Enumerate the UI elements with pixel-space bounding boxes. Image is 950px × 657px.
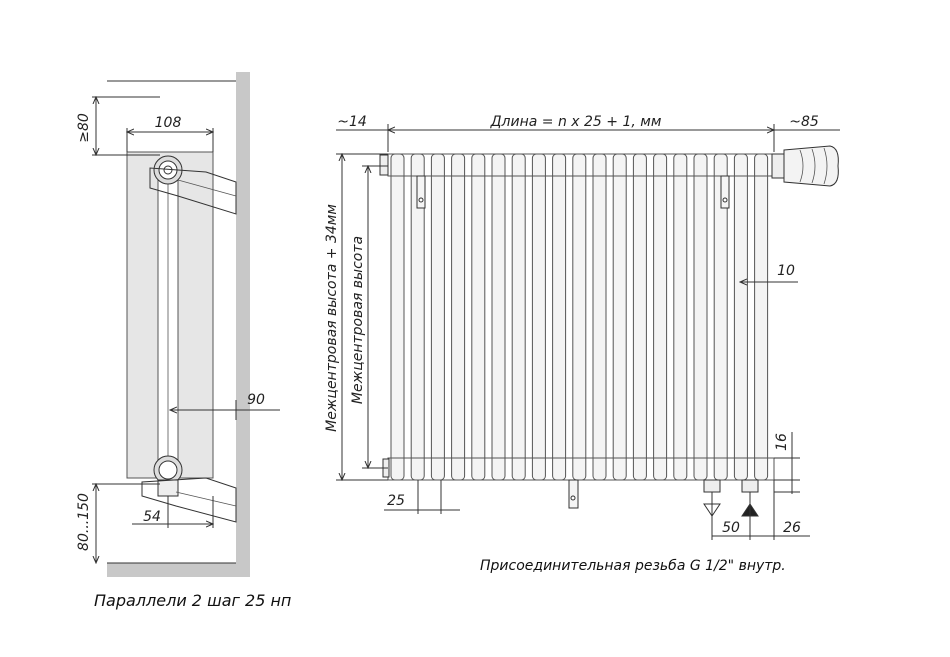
front-caption: Присоединительная резьба G 1/2" внутр. [480, 558, 786, 574]
dim-height-total: Межцентровая высота + 34мм [324, 204, 340, 432]
radiator-section [754, 153, 769, 481]
dim-floor-clearance: 80...150 [76, 493, 92, 551]
radiator-sections [390, 153, 769, 481]
radiator-section [592, 153, 607, 481]
radiator-section [653, 153, 668, 481]
dim-length: Длина = n x 25 + 1, мм [490, 114, 662, 130]
dim-inlet-spacing: 50 [722, 520, 740, 536]
inlet-left [703, 479, 721, 517]
side-caption: Параллели 2 шаг 25 нп [94, 591, 291, 610]
dim-edge: 26 [783, 520, 801, 536]
dim-gap: 10 [777, 263, 795, 279]
radiator-section [430, 153, 445, 481]
top-bracket [149, 167, 237, 215]
thermostatic-head [771, 145, 839, 187]
dim-right-offset: ~85 [789, 114, 819, 130]
radiator-section [471, 153, 486, 481]
dim-bottom-gap: 16 [774, 433, 790, 451]
radiator-section [673, 153, 688, 481]
radiator-section [451, 153, 466, 481]
front-bracket-left [416, 175, 426, 209]
dim-depth: 90 [247, 392, 265, 408]
dim-top-clearance: ≥80 [76, 113, 92, 143]
radiator-section [612, 153, 627, 481]
side-view: ≥80 108 90 80...150 54 Параллели 2 шаг 2… [76, 72, 291, 610]
front-view: Длина = n x 25 + 1, мм ~14 ~85 Межцентро… [324, 114, 840, 574]
radiator-section [511, 153, 526, 481]
dim-left-offset: ~14 [337, 114, 367, 130]
radiator-section [693, 153, 708, 481]
radiator-section [390, 153, 405, 481]
floor [107, 563, 250, 577]
left-plug [379, 154, 389, 176]
radiator-section [733, 153, 748, 481]
radiator-section [552, 153, 567, 481]
dim-height-center: Межцентровая высота [350, 236, 366, 404]
bottom-bracket [141, 477, 237, 523]
radiator-section [531, 153, 546, 481]
dim-step: 25 [387, 493, 405, 509]
front-bracket-right [720, 175, 730, 209]
radiator-section [491, 153, 506, 481]
radiator-section [632, 153, 647, 481]
radiator-section [572, 153, 587, 481]
wall [236, 72, 250, 577]
dim-pipe-offset: 54 [143, 509, 161, 525]
dim-width: 108 [155, 115, 182, 131]
front-bracket-bottom [568, 479, 579, 509]
